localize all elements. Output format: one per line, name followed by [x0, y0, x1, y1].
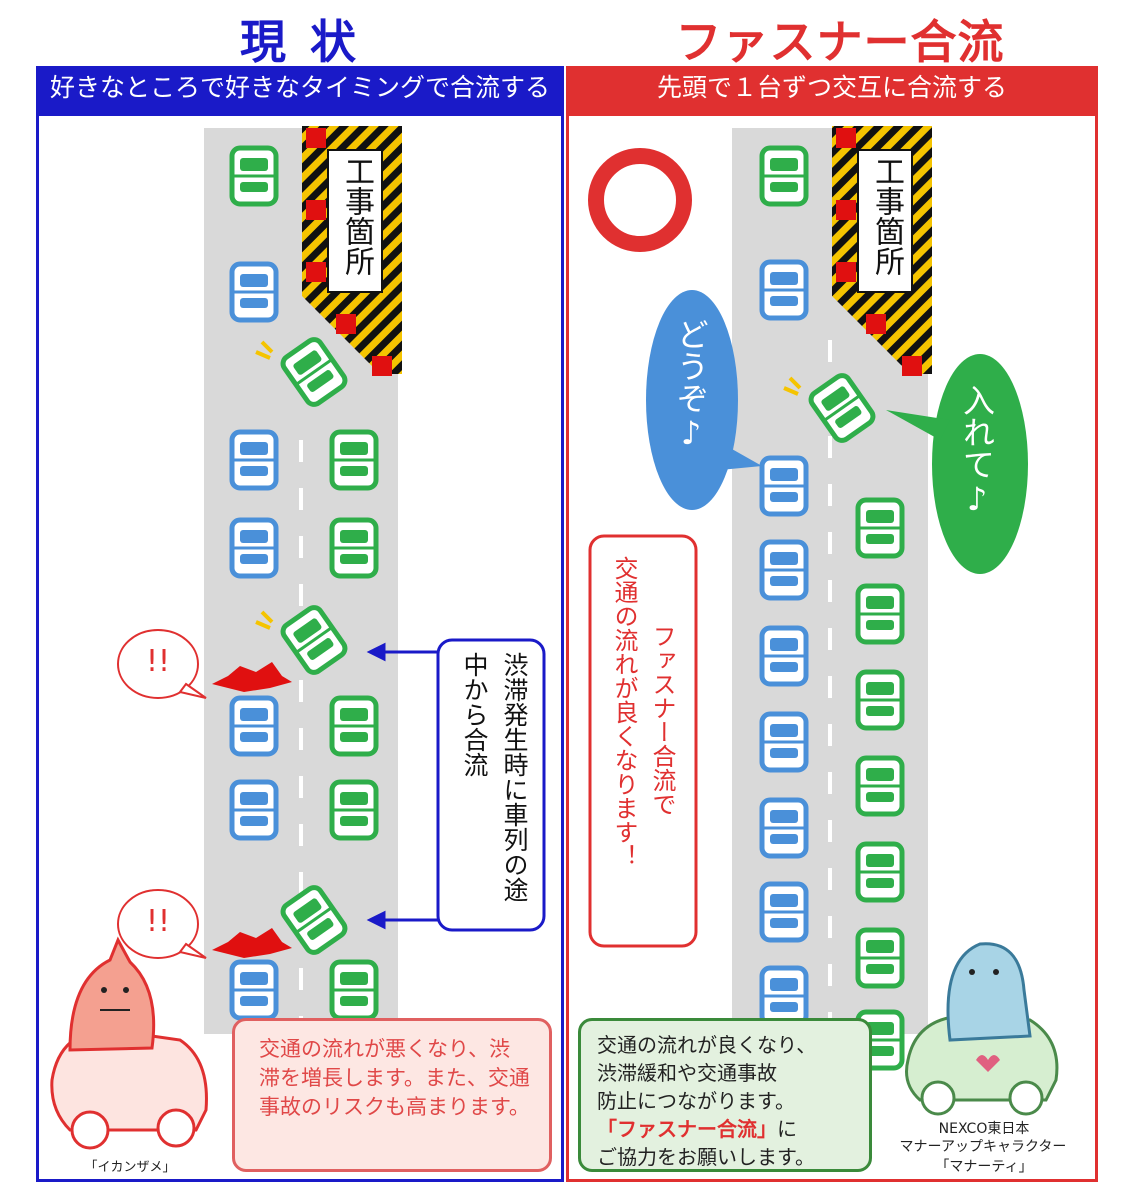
- car-icon: [232, 148, 276, 204]
- left-title: 現 状: [239, 15, 360, 69]
- right-construction-sign: 工事箇所: [869, 156, 904, 276]
- right-org: NEXCO東日本: [938, 1121, 1030, 1137]
- shark-character-icon: [50, 936, 208, 1150]
- left-character-name: 「イカンザメ」: [84, 1160, 176, 1175]
- right-note-line4: 「ファスナー合流」に: [597, 1115, 853, 1143]
- right-character-role: マナーアップキャラクター: [899, 1139, 1067, 1155]
- manatee-character-icon: [905, 942, 1059, 1116]
- right-character-name: 「マナーティ」: [935, 1159, 1033, 1175]
- right-callout-line1: 交通の流れが良くなります！: [610, 556, 638, 868]
- bubble-green-text: 入れて♪: [958, 384, 996, 518]
- exclaim-text-2: !!: [145, 904, 171, 939]
- right-note-highlight: 「ファスナー合流」: [597, 1117, 777, 1141]
- left-header: 好きなところで好きなタイミングで合流する: [36, 66, 564, 116]
- right-title: ファスナー合流: [675, 15, 1005, 69]
- crash-icon: [212, 662, 292, 692]
- right-callout-line2: ファスナー合流で: [648, 624, 676, 816]
- circle-ok-icon: [588, 148, 692, 252]
- exclaim-text-1: !!: [145, 644, 171, 679]
- bubble-blue-text: どうぞ♪: [672, 318, 710, 452]
- right-note-line3: 防止につながります。: [597, 1089, 795, 1113]
- right-note-line2: 渋滞緩和や交通事故: [597, 1061, 777, 1085]
- right-note-line5: ご協力をお願いします。: [597, 1145, 815, 1169]
- right-note-line4-suffix: に: [777, 1117, 797, 1141]
- right-note-line1: 交通の流れが良くなり、: [597, 1033, 817, 1057]
- right-header: 先頭で１台ずつ交互に合流する: [566, 66, 1098, 116]
- right-note: 交通の流れが良くなり、 渋滞緩和や交通事故 防止につながります。 「ファスナー合…: [578, 1018, 872, 1172]
- left-note: 交通の流れが悪くなり、渋滞を増長します。また、交通事故のリスクも高まります。: [232, 1018, 552, 1172]
- left-callout: 渋滞発生時に車列の途中から合流: [460, 652, 529, 902]
- left-construction-sign: 工事箇所: [339, 156, 374, 276]
